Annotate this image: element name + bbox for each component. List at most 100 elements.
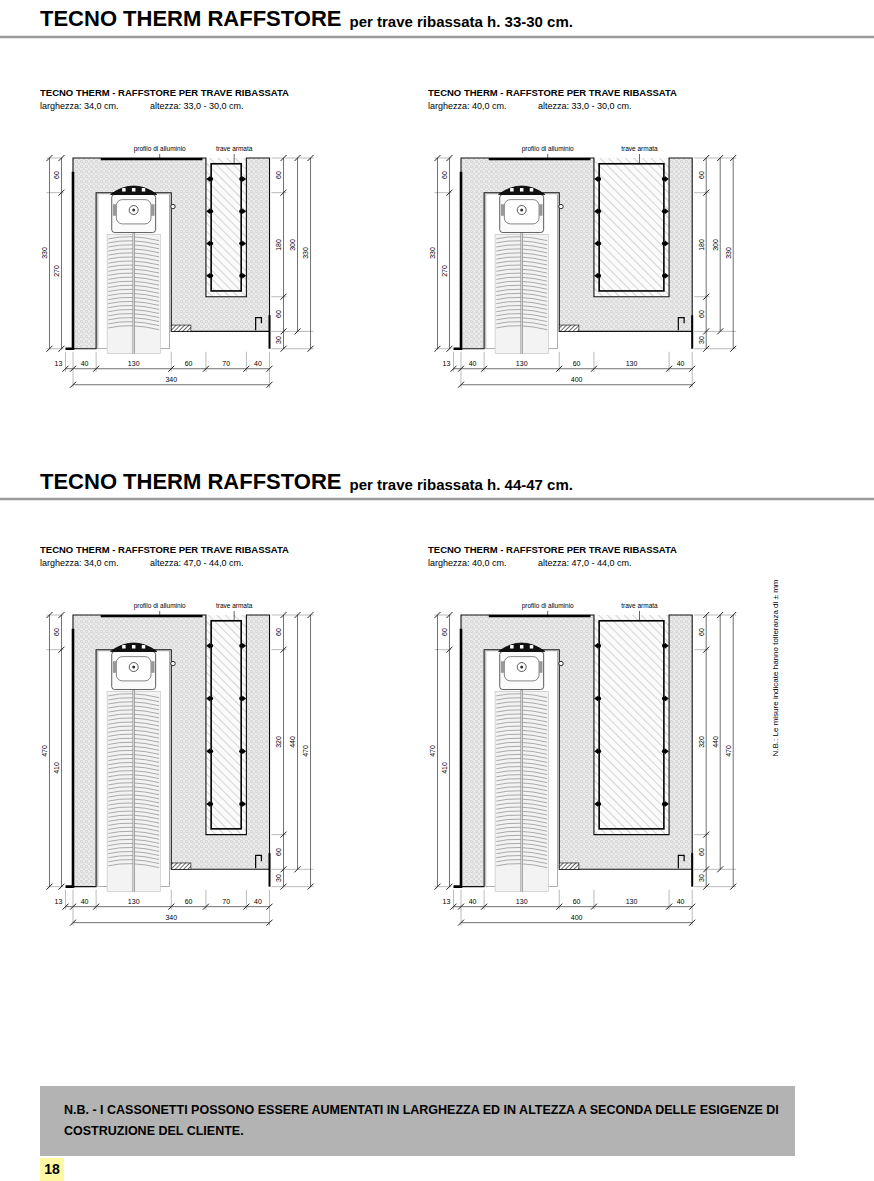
dimension-tick xyxy=(281,155,287,161)
dimension-label: 40 xyxy=(80,359,90,366)
dimension-label: 320 xyxy=(697,735,704,749)
page-subheading: per trave ribassata h. 33-30 cm. xyxy=(349,14,572,29)
dimension-line xyxy=(61,158,62,349)
dimension-label: 410 xyxy=(52,761,59,775)
dimension-label: 60 xyxy=(275,309,282,319)
dimension-label: 330 xyxy=(40,247,47,261)
page-subheading: per trave ribassata h. 44-47 cm. xyxy=(349,477,572,492)
top-profile xyxy=(101,158,203,160)
dimension-label: 60 xyxy=(697,847,704,857)
dimension-label: 40 xyxy=(468,897,478,904)
width-spec: larghezza: 34,0 cm. xyxy=(40,102,119,111)
width-spec: larghezza: 40,0 cm. xyxy=(428,102,507,111)
leader-line xyxy=(639,611,640,620)
motor-shaft xyxy=(517,206,526,215)
spacer xyxy=(242,176,246,182)
width-spec: larghezza: 34,0 cm. xyxy=(40,559,119,568)
dimension-tick xyxy=(703,190,709,196)
dimension-tick xyxy=(295,328,301,334)
front-profile xyxy=(65,629,73,887)
dimension-label: 40 xyxy=(253,897,263,904)
part-label: trave armata xyxy=(621,146,658,153)
spacer xyxy=(594,801,598,807)
dimension-tick xyxy=(703,866,709,872)
dimension-tick xyxy=(70,904,76,910)
spacer xyxy=(242,208,246,214)
dimension-label: 13 xyxy=(442,359,452,366)
dimension-tick xyxy=(434,346,440,352)
mechanism-clip xyxy=(501,661,504,673)
dimension-line xyxy=(61,615,62,887)
dimension-label: 30 xyxy=(697,873,704,883)
dimension-tick xyxy=(689,382,695,388)
dimension-tick xyxy=(703,612,709,618)
extension-line xyxy=(272,886,314,887)
spacer xyxy=(242,240,246,246)
dimension-label: 13 xyxy=(442,897,452,904)
dimension-line xyxy=(73,384,270,385)
raffstore-section xyxy=(434,154,736,388)
plaster-hook xyxy=(256,318,262,331)
tilt-rod xyxy=(132,233,134,354)
extension-line xyxy=(272,348,314,349)
rebar-cage xyxy=(211,164,241,291)
dimension-line xyxy=(706,158,707,349)
dimension-label: 60 xyxy=(440,627,447,637)
mechanism-clip xyxy=(501,204,504,216)
rebar-cage xyxy=(211,621,241,829)
dimension-tick xyxy=(168,366,174,372)
extension-line xyxy=(272,331,314,332)
spacer xyxy=(206,801,210,807)
plaster-hook xyxy=(678,318,684,331)
part-label: profilo di alluminio xyxy=(522,603,574,610)
plaster-profile xyxy=(269,315,271,349)
raffstore-section xyxy=(46,611,313,926)
extension-line xyxy=(694,869,736,870)
dimension-line xyxy=(310,158,311,349)
dimension-tick xyxy=(446,190,452,196)
dimension-label: 60 xyxy=(275,847,282,857)
dimension-tick xyxy=(203,904,209,910)
profile-slot xyxy=(530,645,533,648)
plaster-profile xyxy=(691,853,693,887)
dimension-tick xyxy=(267,920,273,926)
spacer xyxy=(206,695,210,701)
tilt-rod xyxy=(133,690,134,892)
beam-hatch xyxy=(594,158,669,297)
dimension-tick xyxy=(281,884,287,890)
profile-slot xyxy=(122,188,125,191)
dimension-tick xyxy=(46,346,52,352)
tilt-rod xyxy=(132,690,134,892)
profile-slot xyxy=(520,188,523,191)
aluminium-profile xyxy=(499,186,545,194)
aluminium-profile xyxy=(499,643,545,651)
dimension-tick xyxy=(446,884,452,890)
dimension-line xyxy=(73,922,270,923)
dimension-tick xyxy=(281,647,287,653)
spacer xyxy=(242,748,246,754)
dimension-tick xyxy=(58,346,64,352)
dimension-line xyxy=(297,615,298,869)
profile-slot xyxy=(132,188,135,191)
spacer xyxy=(665,695,669,701)
dimension-tick xyxy=(689,366,695,372)
dimension-tick xyxy=(434,155,440,161)
extension-line xyxy=(694,348,736,349)
fixing-knob xyxy=(559,204,563,208)
dimension-label: 400 xyxy=(570,375,584,382)
leader-line xyxy=(547,611,548,617)
dimension-tick xyxy=(666,904,672,910)
dimension-line xyxy=(49,615,50,887)
part-label: trave armata xyxy=(621,603,658,610)
dimension-tick xyxy=(308,346,314,352)
dimension-tick xyxy=(70,382,76,388)
dimension-label: 60 xyxy=(275,627,282,637)
tilt-mechanism xyxy=(504,200,539,224)
dimension-label: 270 xyxy=(52,264,59,278)
leader-line xyxy=(159,611,160,617)
spacer xyxy=(594,208,598,214)
dimension-tick xyxy=(703,647,709,653)
spacer xyxy=(206,240,210,246)
dimension-label: 60 xyxy=(52,627,59,637)
dimension-label: 340 xyxy=(164,913,178,920)
